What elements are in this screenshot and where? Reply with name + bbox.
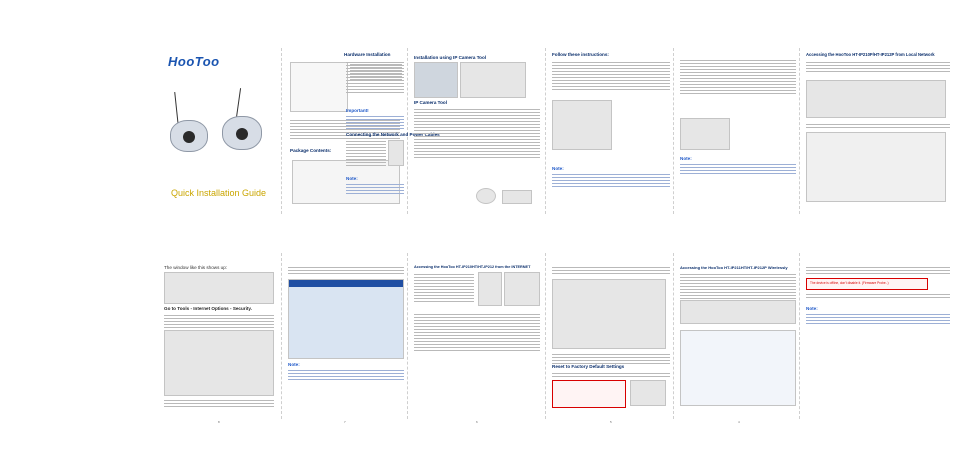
camera-icon	[170, 120, 208, 152]
camera-icon	[222, 116, 262, 150]
wireless-settings-screenshot	[680, 330, 796, 406]
page-number: 4	[738, 420, 740, 424]
important-heading: Important!	[346, 108, 369, 113]
panel-tool	[546, 48, 674, 214]
cd-illustration	[476, 188, 496, 204]
wireless-step-continued	[806, 265, 950, 276]
window-shows-up-text: The window like this shows up:	[164, 265, 228, 270]
security-instructions	[164, 313, 274, 330]
router-photo	[478, 272, 502, 306]
wireless-heading: Accessing the HooToo HT-IP211HT/HT-IP212…	[680, 265, 788, 270]
network-diagram	[504, 272, 540, 306]
hardware-legend	[350, 62, 402, 82]
follow-note-text	[680, 162, 796, 176]
panel-hardware	[282, 48, 408, 214]
hardware-note-text	[346, 182, 404, 196]
install-tool-heading: Installation using IP Camera Tool	[414, 55, 487, 60]
ip-camera-tool-heading: IP Camera Tool	[414, 100, 448, 105]
camera-live-view	[806, 132, 946, 202]
panel-wireless	[674, 253, 800, 419]
wireless-step-final	[806, 292, 950, 300]
wireless-note-heading: Note:	[806, 306, 818, 311]
laptop-illustration	[502, 190, 532, 204]
reset-text	[552, 371, 670, 379]
panel-internet-setup	[282, 253, 408, 419]
tool-note-heading: Note:	[552, 166, 564, 171]
internet-heading: Accessing the HooToo HT-IP210HT/HT-IP212…	[414, 265, 531, 269]
wireless-note-text	[806, 312, 950, 326]
internet-note-heading: Note:	[288, 362, 300, 367]
panel-browser	[158, 253, 282, 419]
local-network-steps-2	[806, 122, 950, 130]
follow-note-heading: Note:	[680, 156, 692, 161]
hardware-diagram	[290, 62, 348, 112]
panel-cover	[158, 48, 282, 214]
follow-steps	[552, 60, 670, 92]
panel-reset	[546, 253, 674, 419]
internet-options-screenshot	[164, 330, 274, 396]
panel-follow	[674, 48, 800, 214]
important-text	[346, 114, 404, 131]
hardware-installation-heading: Hardware Installation	[344, 52, 391, 57]
local-network-heading: Accessing the HooToo HT-IP210P/HT-IP212P…	[806, 52, 935, 57]
reset-warning-box	[552, 380, 626, 408]
wireless-scan-screenshot	[680, 300, 796, 324]
ip-tool-text	[414, 107, 540, 160]
page-number: 6	[476, 420, 478, 424]
activex-bullets	[164, 398, 274, 409]
panel-internet	[408, 253, 546, 419]
page-number: 7	[344, 420, 346, 424]
web-ui-header	[289, 280, 403, 287]
internet-intro	[414, 272, 474, 304]
tool-install-screenshot	[460, 62, 526, 98]
internet-step	[288, 265, 404, 276]
internet-steps	[414, 312, 540, 353]
follow-steps-continued	[680, 58, 796, 96]
step-three-text	[552, 265, 670, 276]
tool-dialog-screenshot	[552, 100, 612, 150]
local-network-steps	[806, 60, 950, 74]
panel-install	[408, 48, 546, 214]
reset-heading: Reset to Factory Default Settings	[552, 364, 625, 369]
hardware-steps-text	[346, 60, 404, 95]
internet-note-text	[288, 368, 404, 382]
page-number: 5	[610, 420, 612, 424]
hootoo-logo: HooToo	[168, 54, 220, 69]
hootoo-web-ui-screenshot	[288, 279, 404, 359]
port-forwarding-screenshot	[552, 279, 666, 349]
offline-warning-text: The device is offline, don't disable it.…	[810, 281, 889, 285]
guide-title: Quick Installation Guide	[171, 188, 267, 198]
security-warning-screenshot	[164, 272, 274, 304]
reset-button-photo	[630, 380, 666, 406]
follow-instructions-heading: Follow these instructions:	[552, 52, 609, 57]
tool-note-text	[552, 172, 670, 189]
port-forward-note	[552, 352, 670, 366]
local-login-screenshot	[806, 80, 946, 118]
page-number: 8	[218, 420, 220, 424]
offline-warning-box	[806, 278, 928, 290]
hardware-note-heading: Note:	[346, 176, 358, 181]
connecting-steps	[346, 139, 386, 168]
tools-options-text: Go to Tools - Internet Options - Securit…	[164, 306, 252, 311]
package-contents-heading: Package Contents:	[290, 148, 332, 153]
connecting-diagram	[388, 140, 404, 166]
connecting-heading: Connecting the Network and Power Cables	[346, 132, 440, 137]
package-contents-image	[292, 160, 400, 204]
browser-login-screenshot	[680, 118, 730, 150]
camera-photo	[414, 62, 458, 98]
package-intro-text	[290, 118, 400, 141]
